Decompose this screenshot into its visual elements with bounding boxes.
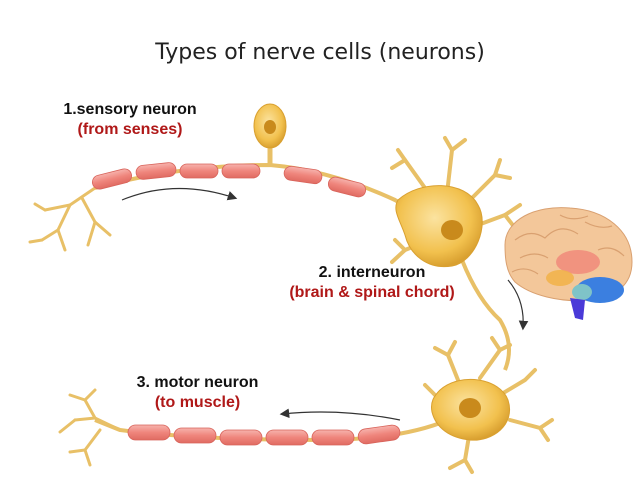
motor-nucleus bbox=[459, 398, 481, 418]
interneuron-subtitle: (brain & spinal chord) bbox=[289, 284, 455, 301]
motor-neuron-name: 3. motor neuron bbox=[136, 374, 259, 391]
myelin-segment bbox=[179, 163, 219, 179]
interneuron-direction-arrow bbox=[507, 279, 529, 331]
interneuron-axon bbox=[460, 259, 511, 371]
sensory-neuron-subtitle: (from senses) bbox=[77, 121, 183, 138]
myelin-segment bbox=[311, 429, 355, 446]
myelin-segment bbox=[357, 424, 401, 445]
motor-neuron-subtitle: (to muscle) bbox=[154, 394, 241, 411]
myelin-segment bbox=[219, 429, 263, 446]
sensory-neuron-label: 1.sensory neuron (from senses) bbox=[40, 100, 220, 140]
sensory-dendrites bbox=[28, 186, 112, 252]
myelin-segment bbox=[283, 165, 323, 185]
myelin-segment bbox=[127, 424, 171, 441]
myelin-segment bbox=[221, 163, 261, 179]
sensory-neuron bbox=[28, 103, 396, 252]
motor-direction-arrow bbox=[279, 408, 401, 421]
myelin-segment bbox=[135, 162, 177, 180]
interneuron-label: 2. interneuron (brain & spinal chord) bbox=[262, 263, 482, 303]
motor-axon-terminals bbox=[58, 388, 122, 467]
interneuron-cell-body bbox=[395, 185, 483, 268]
sensory-myelin bbox=[91, 162, 367, 198]
sensory-neuron-name: 1.sensory neuron bbox=[63, 101, 197, 118]
interneuron bbox=[390, 136, 522, 371]
sensory-direction-arrow bbox=[121, 187, 238, 201]
interneuron-name: 2. interneuron bbox=[318, 264, 426, 281]
sensory-nucleus bbox=[264, 120, 276, 134]
motor-myelin bbox=[127, 424, 401, 446]
myelin-segment bbox=[327, 176, 367, 198]
myelin-segment bbox=[265, 429, 309, 446]
interneuron-nucleus bbox=[441, 220, 463, 240]
brain-illustration bbox=[504, 207, 633, 320]
motor-neuron bbox=[58, 336, 554, 474]
myelin-segment bbox=[91, 168, 133, 190]
myelin-segment bbox=[173, 427, 217, 444]
page-title: Types of nerve cells (neurons) bbox=[155, 40, 485, 65]
motor-neuron-label: 3. motor neuron (to muscle) bbox=[110, 373, 285, 413]
